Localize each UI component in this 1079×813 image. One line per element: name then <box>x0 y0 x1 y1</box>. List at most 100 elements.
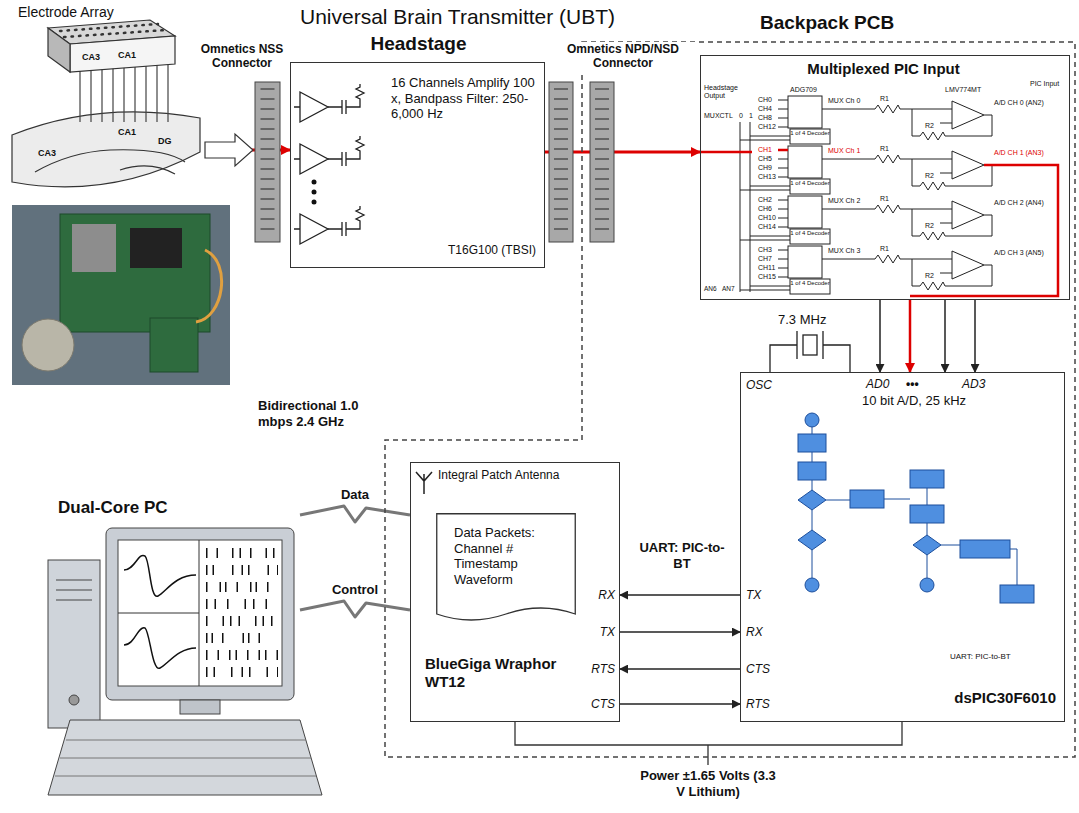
annotation: ••• <box>906 377 919 391</box>
text-slot: Power ±1.65 Volts (3.3 V Lithium) <box>638 768 778 799</box>
signal-arrow <box>944 300 946 372</box>
raster-row <box>206 565 278 575</box>
schematic-label: LMV774MT <box>945 86 981 94</box>
text-slot: CH3 <box>758 246 772 254</box>
text-slot: dsPIC30F6010 <box>901 689 1056 707</box>
control-bus <box>740 122 750 292</box>
connector-label: Omnetics NSS Connector <box>196 42 288 71</box>
schematic-label: AN6 <box>704 285 717 293</box>
schematic-label: 1 of 4 Decoder <box>790 130 830 137</box>
text-slot: CH14 <box>758 223 776 231</box>
block-arrow <box>205 134 253 166</box>
connector-plug <box>549 82 573 242</box>
firmware-flowchart <box>798 413 1034 603</box>
raster-row <box>206 633 278 643</box>
text-slot: T16G100 (TBSI) <box>411 243 536 257</box>
text-slot: R2 <box>925 222 934 230</box>
multiplexer-schematic <box>700 96 1058 296</box>
text-slot: LMV774MT <box>945 86 981 94</box>
text-slot: 7.3 MHz <box>778 312 826 328</box>
wireless-link <box>300 601 410 617</box>
text-slot: A/D CH 3 (AN5) <box>994 249 1044 257</box>
text-slot: R2 <box>925 172 934 180</box>
ellipsis-dot <box>312 200 317 205</box>
schematic-label: Headstage Output <box>704 84 744 99</box>
pcb <box>60 214 210 332</box>
document-shape <box>437 514 576 620</box>
flow-terminal <box>920 578 934 592</box>
text-slot: CH1 <box>758 146 772 154</box>
text-slot: RTS <box>746 697 770 711</box>
multiplexer-row <box>740 96 992 144</box>
array-side <box>48 28 70 72</box>
schematic-label: R2 <box>925 222 934 230</box>
monitor-stand <box>180 700 220 714</box>
schematic-label: R2 <box>925 172 934 180</box>
schematic-label: CH12 <box>758 123 776 131</box>
text-slot: CH4 <box>758 105 772 113</box>
key-rows <box>55 740 316 776</box>
schematic-label: A/D CH 3 (AN5) <box>994 249 1044 257</box>
antenna-symbol <box>416 472 432 494</box>
amplifier-symbol <box>294 84 364 122</box>
text-slot: Headstage <box>291 33 546 56</box>
text-slot: R2 <box>925 122 934 130</box>
crystal-symbol <box>803 335 817 355</box>
text-slot: CTS <box>746 662 770 676</box>
flow-lines <box>812 427 1017 585</box>
text-slot: ••• <box>906 377 919 391</box>
keyboard <box>48 720 322 795</box>
schematic-label: AN7 <box>722 285 735 293</box>
headstage-box: Headstage16 Channels Amplify 100 x, Band… <box>290 62 545 268</box>
amplifier-symbols <box>294 84 364 244</box>
text-slot: R2 <box>925 272 934 280</box>
text-slot: Dual-Core PC <box>58 498 168 518</box>
flow-step <box>798 434 826 452</box>
connector-pins <box>261 88 275 236</box>
array-front <box>70 36 175 72</box>
power-bracket <box>515 722 902 765</box>
flow-step <box>850 490 884 508</box>
spike-waveform <box>124 555 196 668</box>
schematic-label: MUX Ch 3 <box>828 247 860 255</box>
text-slot: TX <box>585 625 615 639</box>
electrode-array-drawing <box>12 20 200 187</box>
plot-grid <box>118 540 199 686</box>
annotation: OSC <box>746 378 772 392</box>
raster-row <box>206 667 278 677</box>
signal-arrow <box>909 300 912 372</box>
text-slot: Universal Brain Transmitter (UBT) <box>300 4 615 29</box>
text-slot: DG <box>158 136 172 147</box>
electrode-wires <box>80 64 168 122</box>
signal-arrow <box>620 631 740 633</box>
multiplexer-row <box>740 196 992 244</box>
text-slot: 0 <box>739 112 743 120</box>
spike-raster <box>206 553 278 672</box>
annotation: Integral Patch Antenna <box>438 468 568 482</box>
schematic-label: ADG709 <box>790 86 817 94</box>
device-photo <box>12 205 230 385</box>
node-text: T16G100 (TBSI) <box>411 243 536 257</box>
schematic-label: CH2 <box>758 196 772 204</box>
schematic-label: 1 of 4 Decoder <box>790 180 830 187</box>
text-slot: R1 <box>880 95 889 103</box>
schematic-label: CH3 <box>758 246 772 254</box>
text-slot: CH12 <box>758 123 776 131</box>
schematic-label: CH8 <box>758 114 772 122</box>
annotation: AD3 <box>962 377 985 391</box>
text-slot: RTS <box>585 662 615 676</box>
connector-pins <box>554 88 568 236</box>
multiplexer-row <box>740 146 992 194</box>
crystal-wires <box>770 331 850 372</box>
schematic-label: MUXCTL <box>704 112 733 120</box>
schematic-label: CH13 <box>758 173 776 181</box>
text-slot: MUX Ch 2 <box>828 197 860 205</box>
text-slot: 16 Channels Amplify 100 x, Bandpass Filt… <box>391 75 539 122</box>
node-heading: Dual-Core PC <box>58 498 168 518</box>
multiplexer-row <box>740 246 992 294</box>
backpack-region: Backpack PCBMultiplexed PIC InputBlueGig… <box>385 42 1075 757</box>
schematic-label: CH10 <box>758 214 776 222</box>
node-heading: BlueGiga Wraphor WT12 <box>425 655 560 691</box>
text-slot: TX <box>746 588 761 602</box>
node-text: 16 Channels Amplify 100 x, Bandpass Filt… <box>391 75 539 122</box>
